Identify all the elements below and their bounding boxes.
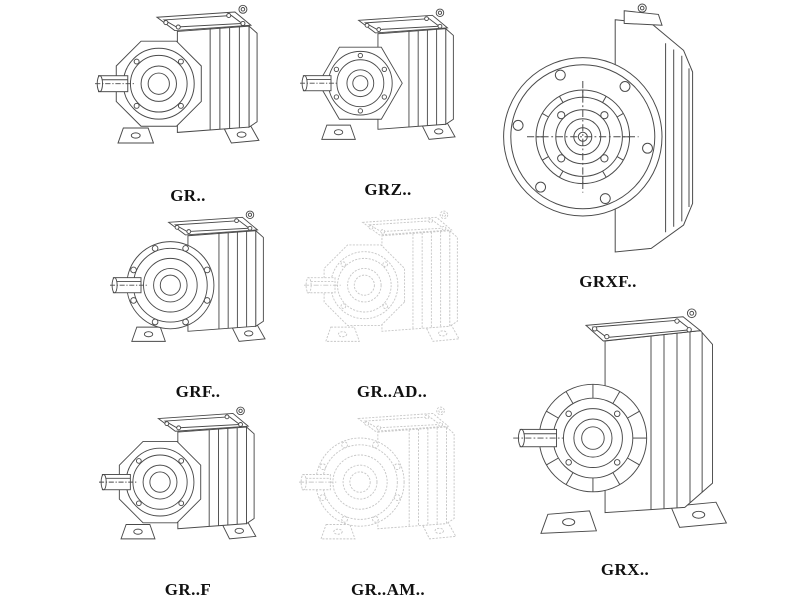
gearbox-label-gr-f: GR..F: [164, 580, 212, 599]
gearbox-label-grf: GRF..: [175, 382, 221, 401]
gearbox-cell-gr: GR..: [86, 2, 290, 208]
gearbox-label-grxf: GRXF..: [579, 272, 637, 291]
gearbox-drawing-grx: [508, 306, 742, 558]
gearbox-cell-gr-f: GR..F: [86, 404, 290, 600]
gearbox-drawing-grxf: [500, 0, 716, 270]
gearbox-cell-grx: GRX..: [492, 306, 758, 586]
gearbox-label-gr-ad: GR..AD..: [356, 382, 428, 401]
gearbox-cell-grz: GRZ..: [296, 6, 480, 208]
gearbox-drawing-gr-ad: [304, 208, 480, 380]
gearbox-cell-gr-am: GR..AM..: [288, 404, 488, 600]
gearbox-drawing-grz: [300, 6, 476, 178]
gearbox-label-gr: GR..: [170, 186, 206, 205]
gearbox-label-grz: GRZ..: [364, 180, 412, 199]
gearbox-label-gr-am: GR..AM..: [350, 580, 426, 599]
gearbox-label-grx: GRX..: [600, 560, 650, 579]
gearbox-cell-grxf: GRXF..: [492, 0, 724, 298]
gearbox-cell-grf: GRF..: [96, 208, 300, 404]
gearbox-drawing-grf: [110, 208, 286, 380]
gearbox-drawing-gr-f: [99, 404, 277, 578]
gearbox-drawing-gr: [95, 2, 281, 184]
gearbox-drawing-gr-am: [299, 404, 477, 578]
gearbox-cell-gr-ad: GR..AD..: [292, 208, 492, 404]
